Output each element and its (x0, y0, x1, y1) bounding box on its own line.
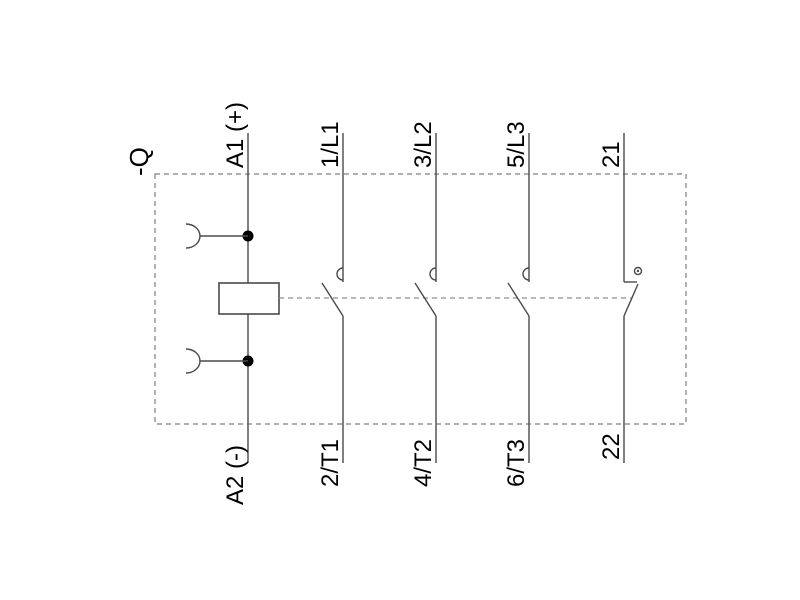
main-contact-3 (507, 133, 530, 463)
terminal-symbol-bottom (185, 348, 201, 374)
terminal-label-21: 21 (598, 141, 625, 168)
terminal-label-2-t1: 2/T1 (317, 439, 344, 487)
terminal-label-1-l1: 1/L1 (317, 121, 344, 168)
terminal-label-a2: A2 (-) (222, 445, 249, 505)
terminal-label-5-l3: 5/L3 (503, 121, 530, 168)
terminal-label-6-t3: 6/T3 (503, 439, 530, 487)
main-contact-1 (321, 133, 344, 463)
main-contact-2 (414, 133, 437, 463)
auxiliary-contact-nc (623, 133, 643, 463)
terminal-symbol-top (185, 223, 201, 249)
terminal-label-22: 22 (598, 433, 625, 460)
device-enclosure (154, 173, 687, 425)
device-label: -Q (124, 147, 154, 176)
terminal-label-a1: A1 (+) (222, 102, 249, 168)
terminal-label-4-t2: 4/T2 (410, 439, 437, 487)
coil-symbol (218, 282, 280, 315)
terminal-label-3-l2: 3/L2 (410, 121, 437, 168)
